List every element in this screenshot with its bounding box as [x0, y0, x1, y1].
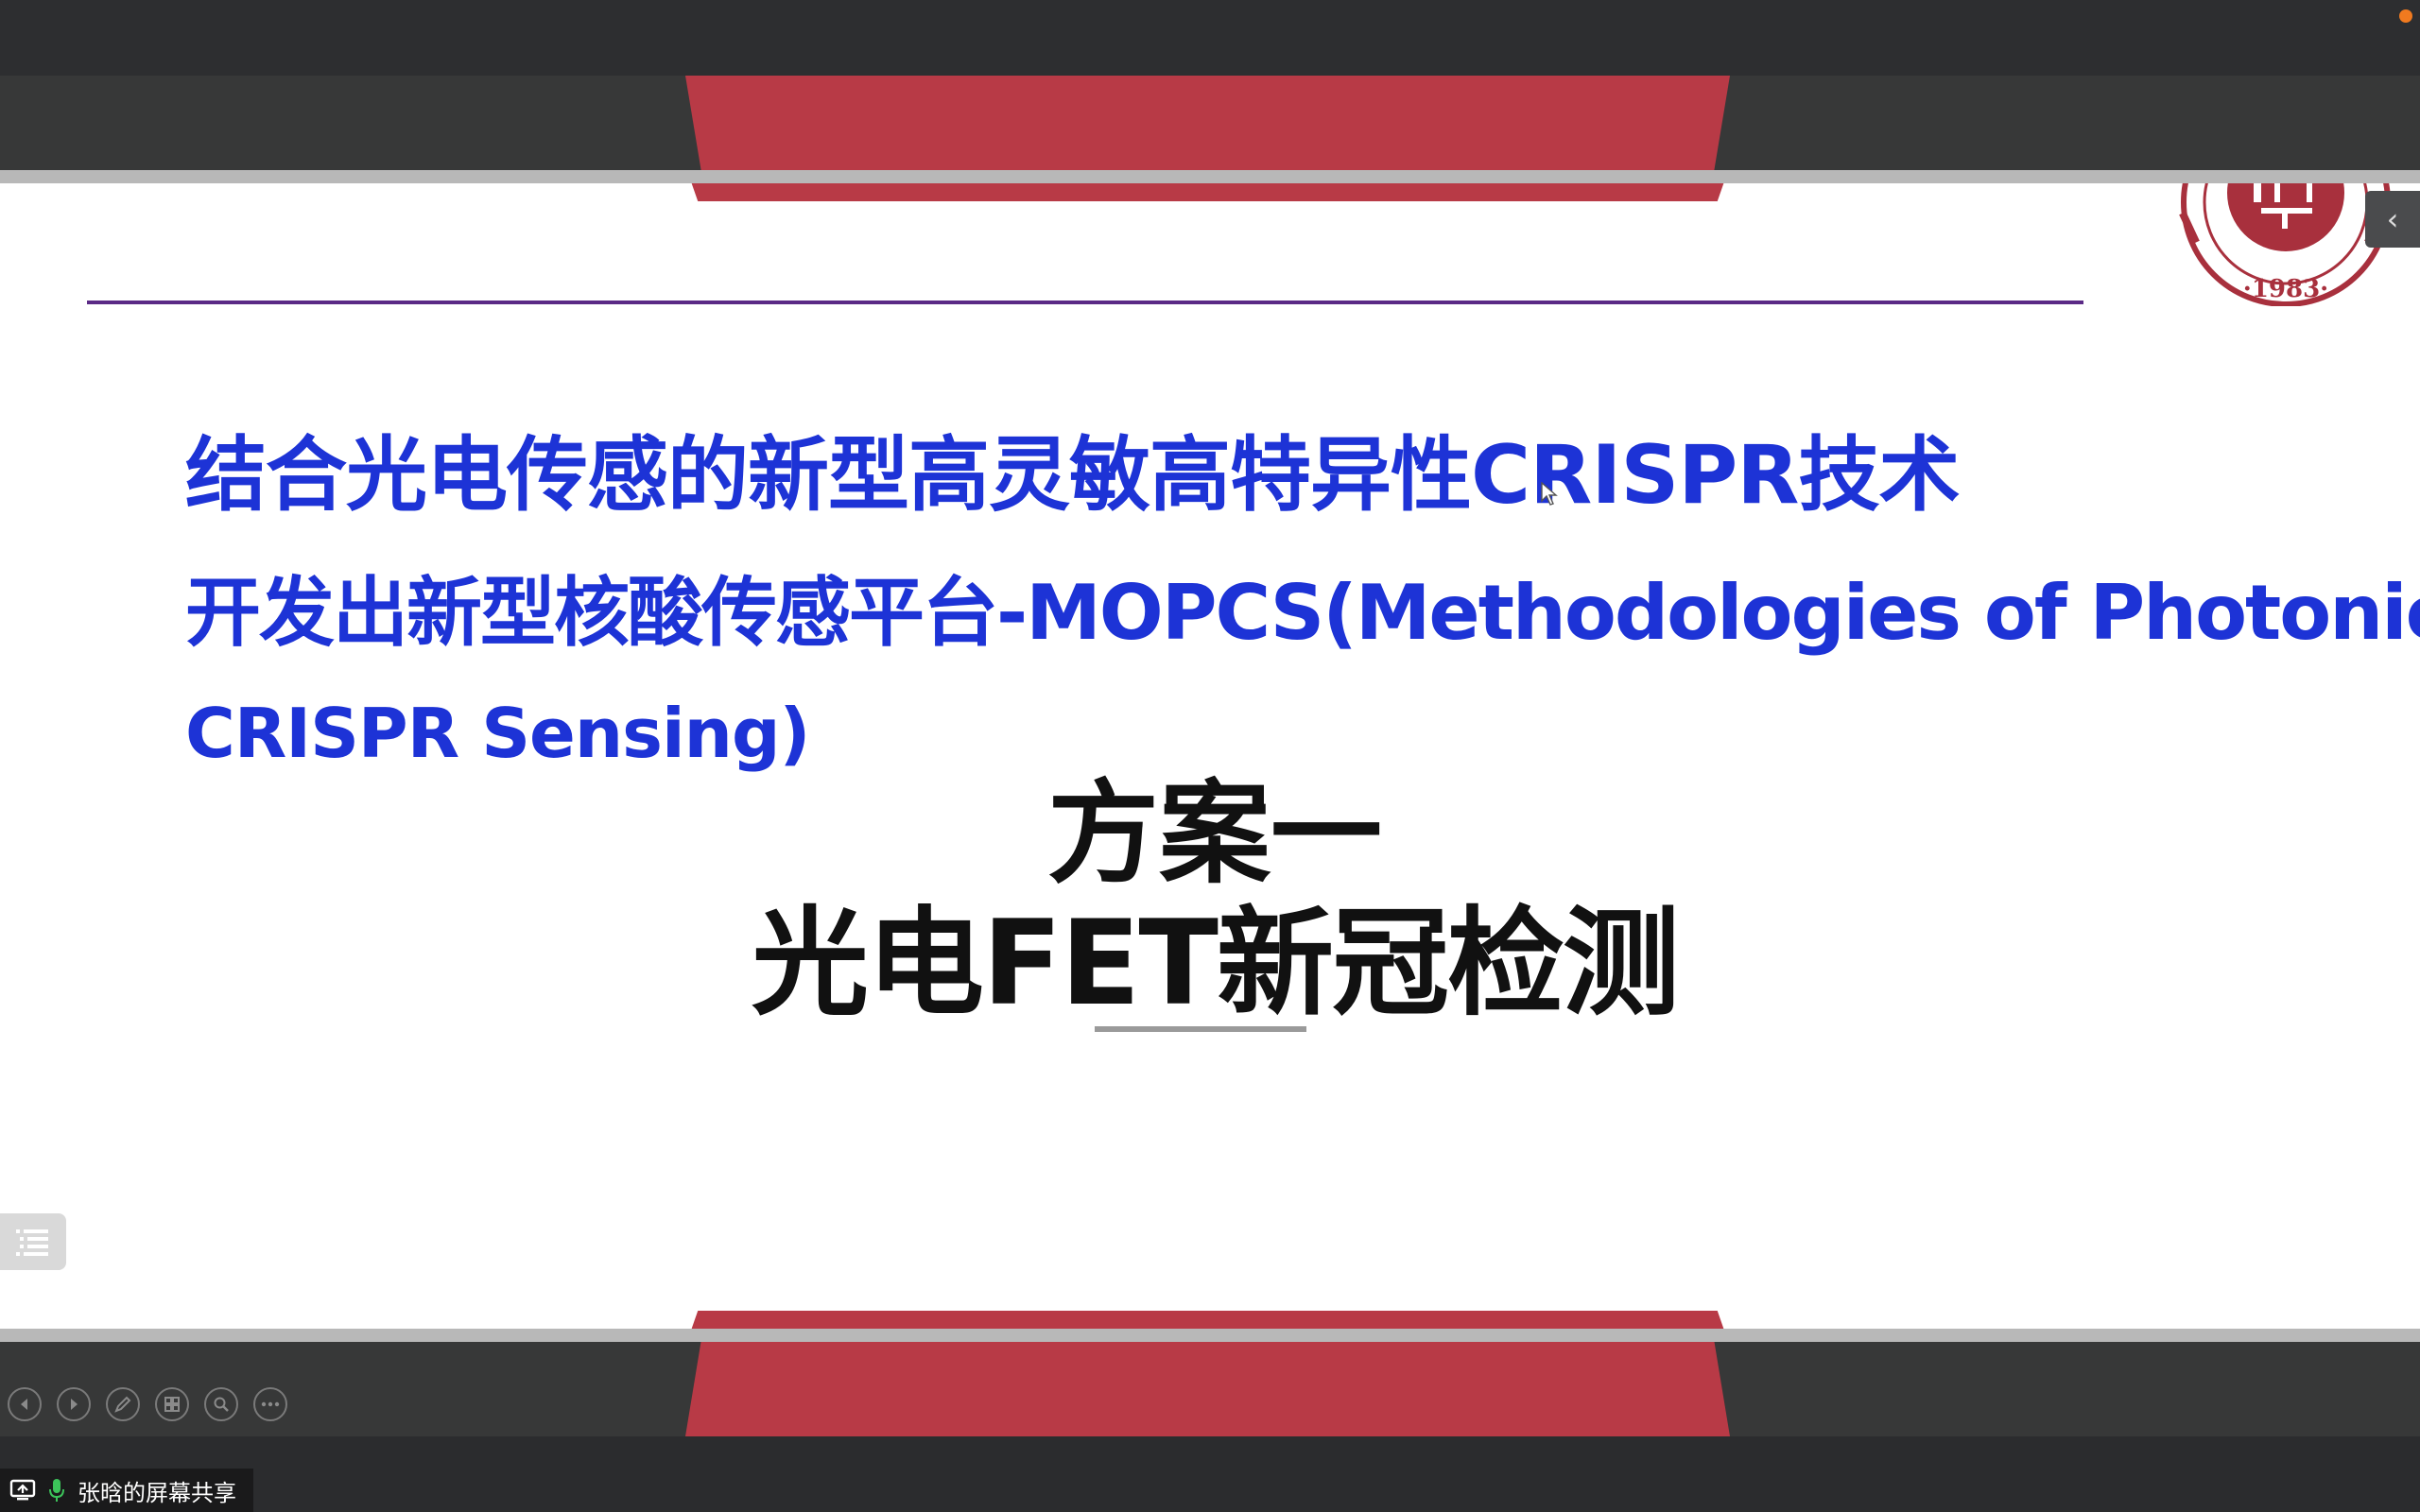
meeting-bottom-bar: 张晗的屏幕共享: [0, 1436, 2420, 1512]
mouse-cursor-icon: [1541, 482, 1558, 506]
slide-line-2: 开发出新型核酸传感平台-MOPCS(Methodologies of Photo…: [185, 569, 2420, 657]
prev-slide-button[interactable]: [8, 1387, 42, 1421]
screen-share-indicator[interactable]: 张晗的屏幕共享: [0, 1469, 253, 1512]
pen-icon: [114, 1396, 131, 1413]
slide-canvas: ·1983· 结合光电传感的新型高灵敏高特异性CRISPR技术 开发出新型核酸传…: [0, 183, 2420, 1329]
subtitle-underline: [1095, 1026, 1306, 1032]
screen-share-icon: [9, 1479, 36, 1501]
chevron-left-icon: ‹: [2386, 201, 2399, 237]
more-options-button[interactable]: [253, 1387, 287, 1421]
screen-share-view: ·1983· 结合光电传感的新型高灵敏高特异性CRISPR技术 开发出新型核酸传…: [0, 76, 2420, 1436]
meeting-top-bar: [0, 0, 2420, 76]
title-rule: [87, 301, 2083, 304]
recording-indicator: [2399, 9, 2412, 23]
arrow-right-icon: [71, 1399, 78, 1410]
microphone-icon: [49, 1479, 64, 1502]
seal-year: ·1983·: [2243, 275, 2328, 303]
slide-footer-red-band-inner: [691, 1311, 1724, 1329]
pen-tool-button[interactable]: [106, 1387, 140, 1421]
slide-subtitle: 光电FET新冠检测: [752, 896, 1680, 1032]
zoom-button[interactable]: [204, 1387, 238, 1421]
slide-title: 方案一: [1046, 768, 1382, 899]
slide-outline-button[interactable]: [0, 1213, 66, 1270]
slide-line-3: CRISPR Sensing): [185, 694, 810, 773]
see-all-slides-button[interactable]: [155, 1387, 189, 1421]
slideshow-controls: [8, 1387, 287, 1421]
arrow-left-icon: [21, 1399, 27, 1410]
slide-line-1: 结合光电传感的新型高灵敏高特异性CRISPR技术: [185, 428, 1961, 523]
more-icon: [261, 1401, 280, 1407]
slide-grid-icon: [164, 1397, 180, 1412]
university-seal-icon: ·1983·: [2179, 183, 2391, 306]
slide-top-border: [0, 170, 2420, 183]
list-icon: [16, 1229, 48, 1256]
collapse-panel-button[interactable]: ‹: [2365, 191, 2420, 248]
screen-share-label: 张晗的屏幕共享: [78, 1479, 236, 1506]
slide-header-red-band-inner: [691, 183, 1724, 201]
zoom-icon: [214, 1397, 229, 1412]
next-slide-button[interactable]: [57, 1387, 91, 1421]
slide-bottom-border: [0, 1329, 2420, 1342]
